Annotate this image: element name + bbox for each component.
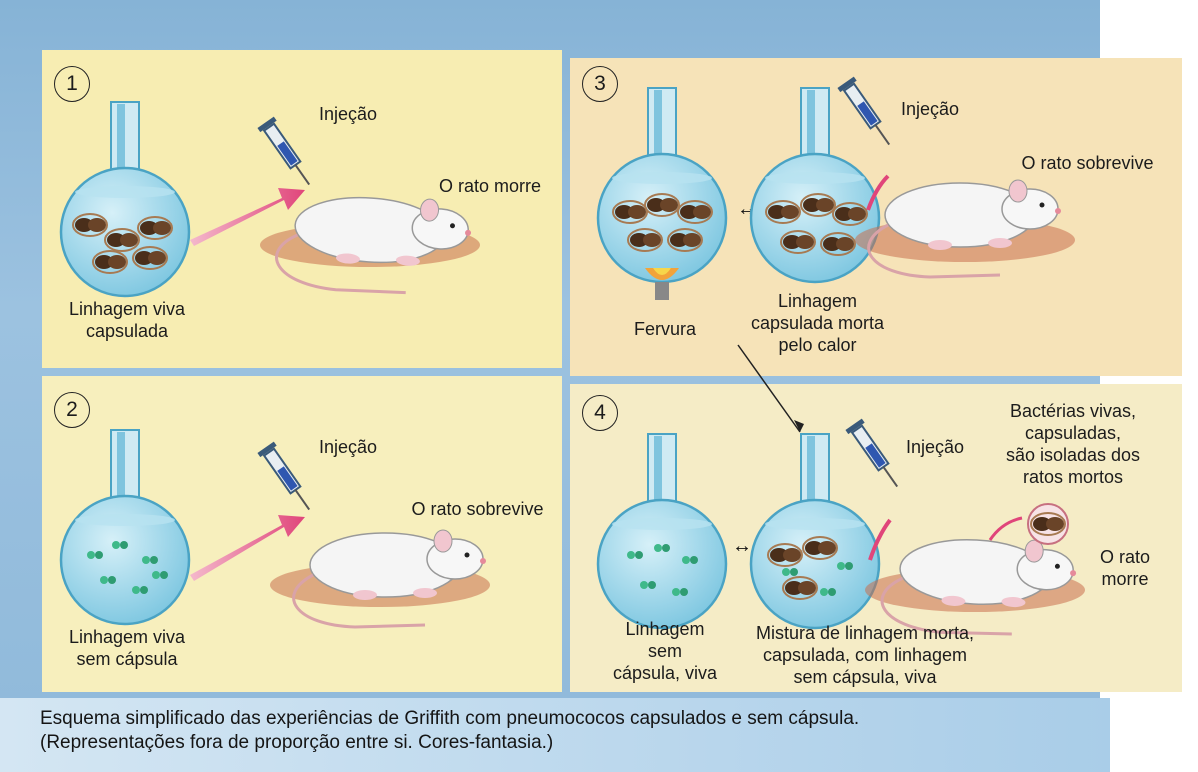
caption-line-1: Esquema simplificado das experiências de…: [40, 707, 1100, 731]
panel-1-result: O rato morre: [420, 175, 560, 197]
svg-text:↔: ↔: [732, 535, 752, 557]
panel-4-injection-label: Injeção: [895, 436, 975, 458]
panel-3-label: Linhagem capsulada morta pelo calor: [730, 290, 905, 356]
panel-1-number: 1: [54, 66, 90, 102]
panel-2-number: 2: [54, 392, 90, 428]
panel-4-note: Bactérias vivas, capsuladas, são isolada…: [1003, 400, 1143, 488]
panel-4-number: 4: [582, 395, 618, 431]
panel-4-result: O rato morre: [1080, 546, 1170, 590]
panel-2-injection-label: Injeção: [308, 436, 388, 458]
panel-4-mix-label: Mistura de linhagem morta, capsulada, co…: [745, 622, 985, 688]
caption-line-2: (Representações fora de proporção entre …: [40, 731, 1100, 755]
panel-3-heat-label: Fervura: [620, 318, 710, 340]
panel-3-injection-label: Injeção: [890, 98, 970, 120]
panel-3-number: 3: [582, 66, 618, 102]
panel-1-label: Linhagem viva capsulada: [52, 298, 202, 342]
panel-1-injection-label: Injeção: [308, 103, 388, 125]
panel-4-left-label: Linhagem sem cápsula, viva: [600, 618, 730, 684]
panel-3-result: O rato sobrevive: [1005, 152, 1170, 174]
panel-2-result: O rato sobrevive: [395, 498, 560, 520]
panel-2-label: Linhagem viva sem cápsula: [52, 626, 202, 670]
figure-caption: Esquema simplificado das experiências de…: [40, 707, 1100, 755]
